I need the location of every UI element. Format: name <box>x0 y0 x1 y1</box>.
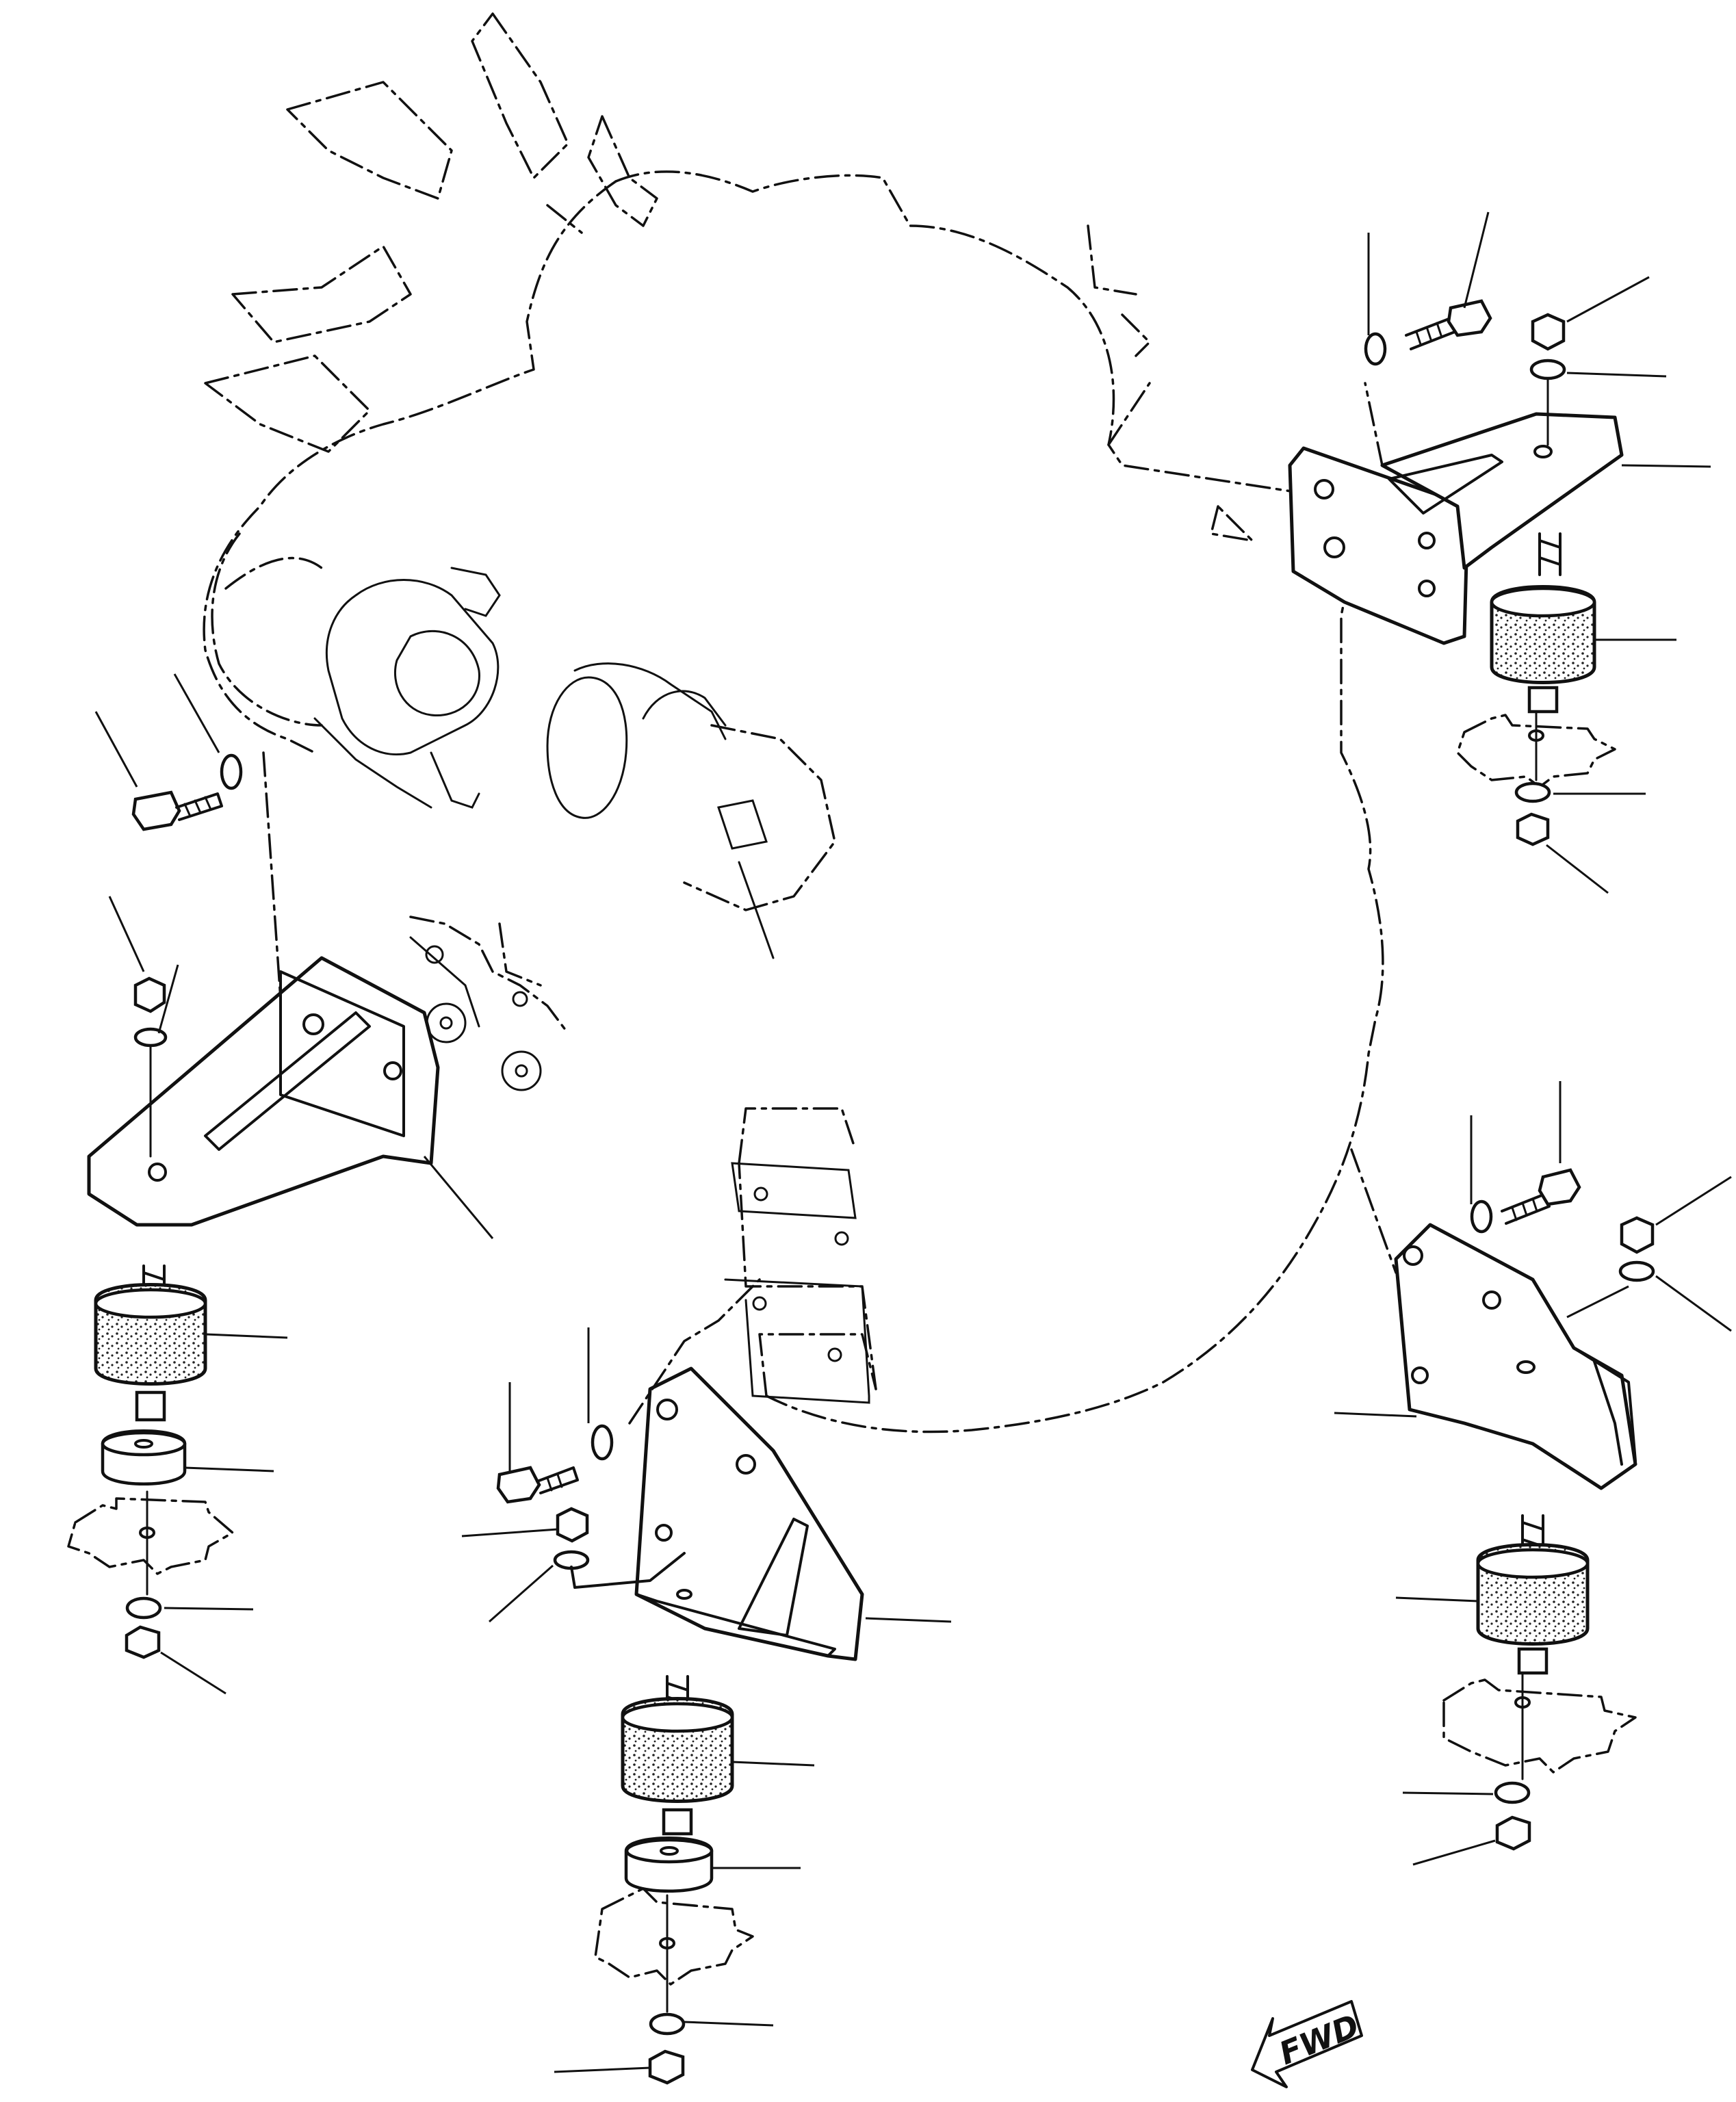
upper-right-bracket <box>1380 412 1624 570</box>
front-left-spacer <box>101 1429 274 1485</box>
engine-phantom-outline <box>203 170 1384 1433</box>
rear-center-bolt <box>496 1424 614 1504</box>
lower-right-rubber-mount <box>1395 1514 1590 1675</box>
front-left-nut <box>133 976 168 1048</box>
fwd-direction-arrow: FWD <box>1251 2000 1364 2088</box>
lower-right-bracket <box>1394 1223 1637 1490</box>
mount-front-left <box>67 673 494 1695</box>
housing-bosses-bottom <box>724 1162 870 1404</box>
rear-center-lower-nut <box>648 2012 686 2085</box>
arrow-left-icon <box>1251 2000 1363 2088</box>
upper-right-bolt <box>1364 299 1492 366</box>
block-bosses-left <box>409 936 542 1091</box>
front-left-bolt <box>131 753 243 831</box>
lower-right-lower-nut <box>1494 1781 1531 1851</box>
front-left-bracket <box>87 956 440 1227</box>
fwd-label: FWD <box>1274 2007 1364 2072</box>
upper-right-nut <box>1529 313 1566 380</box>
upper-right-rubber-mount <box>1490 532 1676 714</box>
lower-right-bolt <box>1470 1168 1581 1234</box>
alternator-phantom <box>211 532 501 809</box>
front-left-rubber-mount <box>94 1264 288 1422</box>
rear-center-spacer <box>624 1837 801 1893</box>
front-left-lower-nut <box>125 1596 162 1659</box>
fan-phantom <box>204 12 658 453</box>
mount-rear-center <box>461 1278 952 2085</box>
rear-center-nut <box>553 1507 590 1570</box>
rear-center-rubber-mount <box>621 1675 815 1836</box>
starter-motor-phantom <box>546 662 836 959</box>
mount-lower-right <box>1334 1081 1732 1866</box>
rear-center-bracket <box>634 1366 864 1661</box>
lower-right-nut <box>1618 1216 1655 1282</box>
mount-upper-right <box>1288 211 1711 894</box>
upper-right-lower-nut <box>1514 781 1551 846</box>
